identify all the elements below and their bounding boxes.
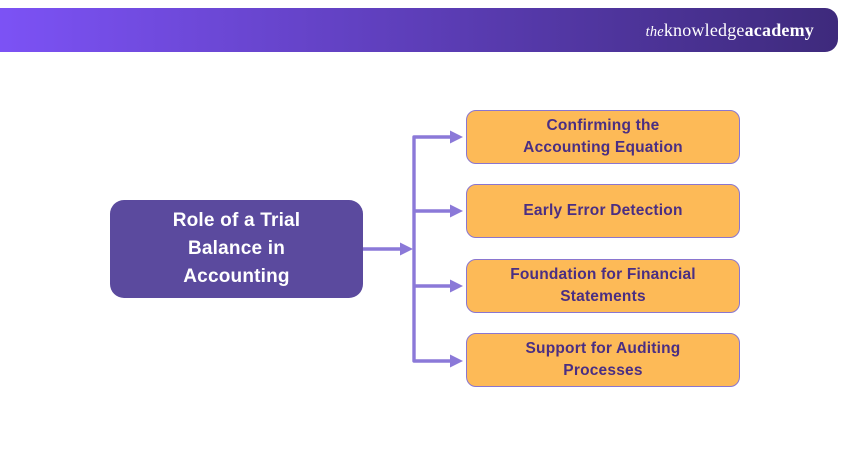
brand-logo-knowledge: knowledge <box>663 19 745 40</box>
item-node-foundation-financial-statements: Foundation for Financial Statements <box>466 259 740 313</box>
brand-logo-the: the <box>645 23 664 40</box>
item-node-confirming-accounting-equation: Confirming the Accounting Equation <box>466 110 740 164</box>
header-bar: theknowledgeacademy <box>0 8 838 52</box>
brand-logo: theknowledgeacademy <box>646 20 814 41</box>
item-node-early-error-detection: Early Error Detection <box>466 184 740 238</box>
root-node: Role of a Trial Balance in Accounting <box>110 200 363 298</box>
brand-logo-academy: academy <box>744 19 814 40</box>
item-node-support-auditing-processes: Support for Auditing Processes <box>466 333 740 387</box>
